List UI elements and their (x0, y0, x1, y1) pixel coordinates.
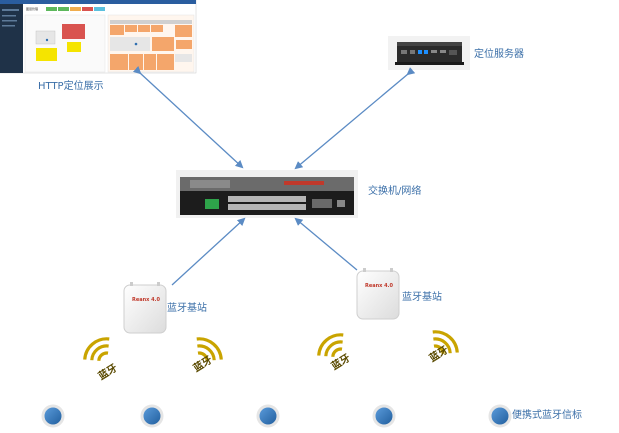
bt-label-2: 蓝牙 (191, 353, 215, 375)
zone-yellow-small (67, 42, 81, 52)
dashboard-sidebar (0, 4, 23, 73)
label-beacon: 便携式蓝牙信标 (512, 410, 582, 421)
arrow-left-station-switch (171, 217, 246, 286)
label-server: 定位服务器 (474, 49, 524, 60)
label-switch: 交换机/网络 (368, 186, 422, 197)
beacons (41, 404, 512, 428)
label-base-station-left: 蓝牙基站 (167, 303, 207, 314)
signal-icon (432, 330, 459, 355)
beacon-2 (140, 404, 164, 428)
server-device (388, 36, 470, 70)
brand-right: Reanx 4.0 (365, 283, 394, 289)
connectors (132, 65, 416, 286)
signal-waves (83, 330, 459, 362)
beacon-5 (488, 404, 512, 428)
signal-icon (196, 337, 223, 362)
beacon-1 (41, 404, 65, 428)
dashboard-title-text: 图层管理 (26, 6, 38, 11)
beacon-4 (372, 404, 396, 428)
switch-device (176, 170, 358, 218)
label-base-station-right: 蓝牙基站 (402, 292, 442, 303)
arrow-server-switch (294, 67, 416, 170)
beacon-3 (256, 404, 280, 428)
signal-icon (83, 337, 110, 362)
brand-left: Reanx 4.0 (132, 297, 161, 303)
bt-label-1: 蓝牙 (96, 361, 120, 383)
base-station-right: Reanx 4.0 (356, 268, 400, 320)
dashboard-screenshot: 图层管理 楼层展示 (0, 0, 197, 74)
base-station-left: Reanx 4.0 (123, 282, 167, 334)
arrow-dashboard-switch (132, 65, 244, 169)
signal-icon (317, 333, 344, 358)
label-http-display: HTTP定位展示 (38, 81, 104, 92)
arrow-right-station-switch (294, 217, 358, 271)
zone-yellow (36, 48, 57, 61)
zone-red (62, 24, 85, 39)
